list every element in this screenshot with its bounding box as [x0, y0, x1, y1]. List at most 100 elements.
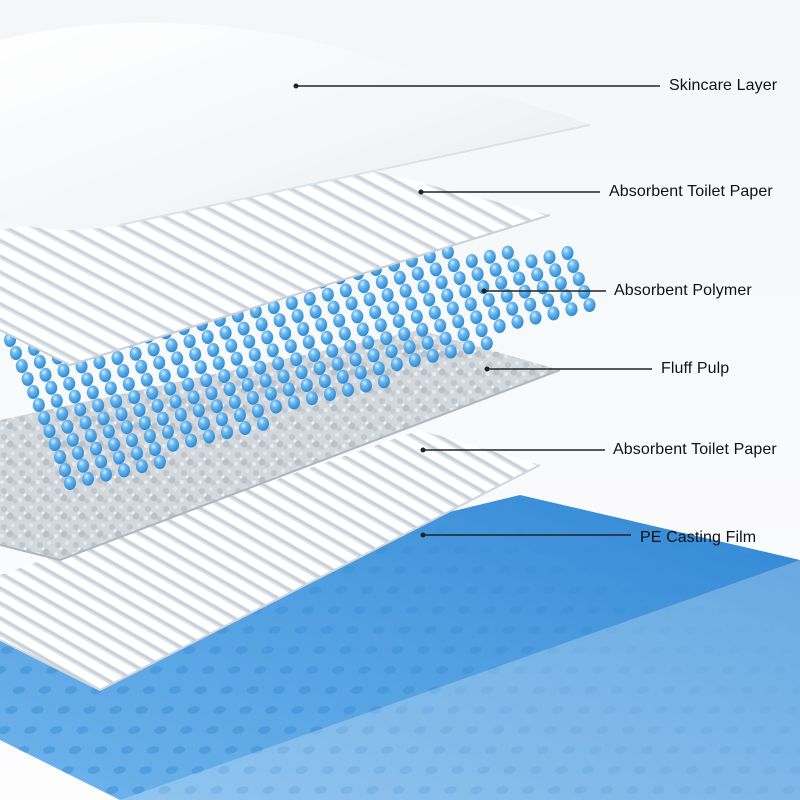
polymer-bead	[331, 356, 344, 371]
polymer-bead	[117, 364, 130, 378]
polymer-bead	[507, 258, 520, 273]
polymer-bead	[221, 425, 233, 440]
polymer-bead	[338, 326, 351, 341]
polymer-bead	[189, 347, 202, 362]
polymer-bead	[174, 407, 187, 422]
polymer-bead	[118, 463, 130, 478]
polymer-bead	[273, 313, 286, 328]
polymer-bead	[457, 327, 470, 342]
polymer-bead	[243, 334, 256, 349]
polymer-bead	[267, 300, 280, 315]
polymer-bead	[372, 361, 385, 376]
polymer-bead	[9, 346, 22, 360]
polymer-bead	[321, 287, 334, 302]
polymer-bead	[165, 338, 178, 353]
polymer-bead	[489, 262, 502, 277]
polymer-bead	[133, 403, 146, 417]
polymer-bead	[203, 429, 215, 444]
polymer-bead	[452, 314, 465, 329]
pe-casting-film-layer	[0, 495, 800, 800]
polymer-bead	[171, 351, 184, 366]
polymer-bead	[179, 420, 192, 435]
polymer-bead	[308, 348, 321, 362]
polymer-bead	[393, 270, 406, 285]
polymer-bead	[410, 309, 423, 324]
polymer-bead	[92, 398, 105, 413]
polymer-bead	[104, 381, 117, 396]
polymer-bead	[146, 385, 159, 400]
polymer-bead	[483, 249, 496, 264]
polymer-bead	[39, 367, 52, 382]
polymer-bead	[248, 347, 261, 362]
polymer-bead	[84, 428, 97, 443]
polymer-bead	[500, 288, 513, 303]
polymer-bead	[542, 293, 555, 308]
polymer-bead	[411, 266, 424, 281]
polymer-bead	[185, 433, 197, 448]
polymer-bead	[315, 317, 328, 332]
polymer-bead	[120, 420, 133, 435]
polymer-bead	[302, 335, 315, 349]
polymer-bead	[38, 411, 51, 425]
polymer-bead	[493, 319, 506, 333]
polymer-bead	[344, 339, 357, 354]
polymer-bead	[197, 416, 210, 431]
polymer-bead	[524, 297, 537, 312]
polymer-bead	[583, 298, 596, 312]
polymer-bead	[287, 395, 300, 410]
polymer-bead	[471, 267, 484, 281]
callout-skincare-layer: Skincare Layer	[669, 77, 778, 94]
polymer-bead	[161, 424, 174, 439]
polymer-bead	[99, 368, 112, 383]
polymer-bead	[423, 292, 436, 307]
polymer-bead	[261, 330, 274, 345]
polymer-bead	[359, 378, 372, 393]
polymer-bead	[269, 399, 282, 414]
polymer-bead	[439, 331, 452, 346]
polymer-bead	[429, 262, 442, 277]
polymer-bead	[567, 259, 580, 273]
polymer-bead	[153, 355, 166, 370]
polymer-bead	[513, 271, 526, 286]
polymer-bead	[257, 416, 269, 431]
fluff-pulp-layer	[0, 330, 561, 562]
leader-dot-4	[484, 366, 490, 372]
polymer-bead	[228, 395, 241, 409]
polymer-bead	[254, 360, 267, 375]
polymer-bead	[434, 318, 447, 333]
polymer-bead	[320, 330, 333, 345]
polymer-bead	[362, 335, 375, 350]
polymer-bead	[369, 305, 382, 320]
polymer-bead	[284, 339, 297, 354]
polymer-bead	[149, 442, 161, 456]
polymer-bead	[86, 385, 99, 400]
polymer-bead	[480, 336, 493, 351]
callout-absorbent-polymer: Absorbent Polymer	[614, 282, 752, 299]
callout-pe-casting-film: PE Casting Film	[640, 529, 757, 546]
callout-absorbent-toilet-paper-lower: Absorbent Toilet Paper	[613, 441, 777, 458]
polymer-bead	[488, 306, 501, 320]
polymer-bead	[131, 446, 143, 461]
polymer-bead	[282, 382, 295, 397]
polymer-bead	[272, 356, 285, 371]
polymer-bead	[194, 360, 207, 375]
polymer-bead	[285, 296, 298, 310]
polymer-bead	[398, 327, 411, 341]
polymer-bead	[326, 343, 339, 358]
polymer-bead	[290, 352, 303, 367]
polymer-bead	[212, 356, 225, 370]
polymer-bead	[387, 301, 400, 315]
polymer-bead	[230, 351, 243, 366]
polymer-bead	[367, 348, 380, 363]
leader-dot-3	[481, 288, 487, 294]
polymer-bead	[201, 330, 214, 344]
polymer-bead	[560, 289, 573, 304]
leader-dot-1	[293, 83, 299, 89]
polymer-bead	[405, 296, 418, 311]
polymer-bead	[143, 429, 156, 443]
polymer-bead	[219, 325, 232, 340]
polymer-bead	[68, 389, 81, 404]
polymer-bead	[554, 276, 567, 291]
